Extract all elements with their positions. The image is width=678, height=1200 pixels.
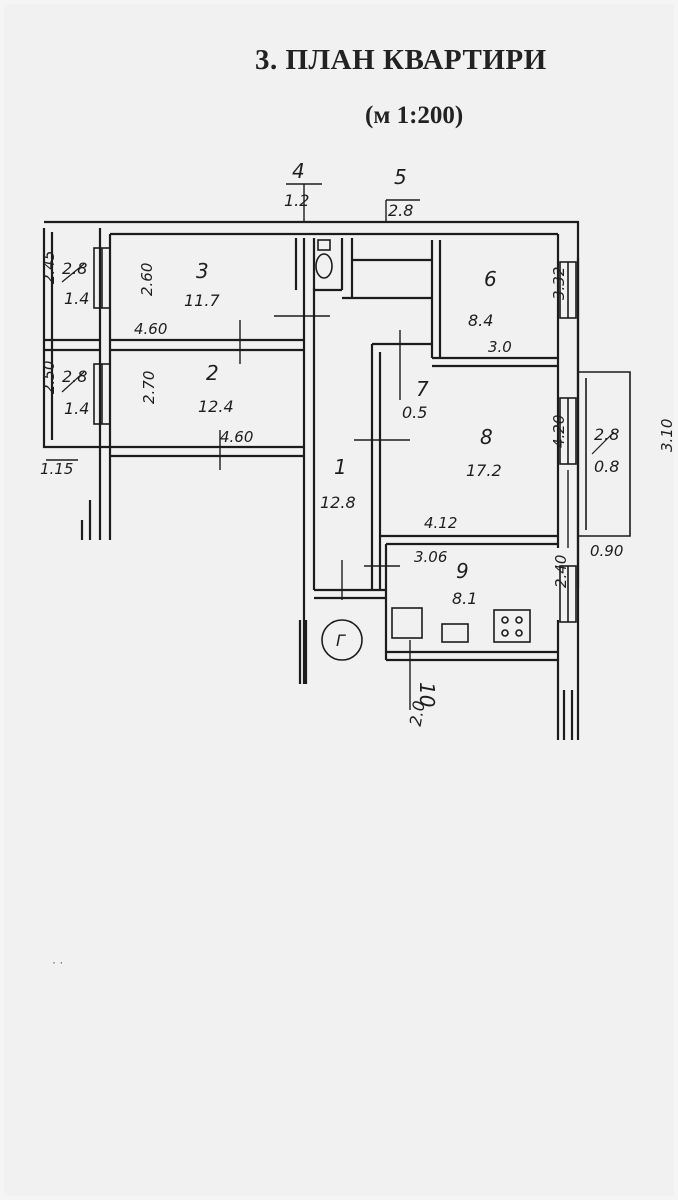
room-area-7: 0.5 xyxy=(402,403,427,422)
dim-room3-width: 2.60 xyxy=(138,263,156,296)
dim-room2-length: 4.60 xyxy=(220,428,253,446)
scan-speck: · · xyxy=(52,955,64,969)
room-num-3: 3 xyxy=(196,259,209,283)
room-num-4: 4 xyxy=(292,159,305,183)
dim-balcony-top-width: 2.45 xyxy=(40,251,58,284)
room-num-1: 1 xyxy=(334,455,347,479)
room-labels: 1 12.8 2 12.4 3 11.7 4 1.2 5 2.8 6 8.4 7… xyxy=(184,159,502,728)
dimension-ticks xyxy=(46,183,569,710)
dim-balcony-right-depth: 0.90 xyxy=(590,542,623,560)
dim-room2-width: 2.70 xyxy=(140,371,158,404)
room-area-4: 1.2 xyxy=(284,191,309,210)
room-area-1: 12.8 xyxy=(320,493,356,512)
room-num-9: 9 xyxy=(456,559,469,583)
scale-label: (м 1:200) xyxy=(365,102,464,129)
boiler-label: Г xyxy=(336,631,346,650)
dim-room3-length: 4.60 xyxy=(134,320,167,338)
toilet-icon xyxy=(315,253,333,279)
dim-balcony-right-length: 3.10 xyxy=(658,419,676,452)
room-num-2: 2 xyxy=(206,361,219,385)
dim-room6-width: 3.32 xyxy=(550,267,568,300)
walls xyxy=(42,220,580,740)
dim-balcony-bottom-width: 2.50 xyxy=(40,361,58,394)
room-num-8: 8 xyxy=(480,425,493,449)
room-area-9: 8.1 xyxy=(452,589,477,608)
balcony-labels: 2.8 1.4 2.8 1.4 2.8 0.8 xyxy=(61,259,619,476)
sink-icon xyxy=(391,607,423,639)
dim-room8-length: 4.12 xyxy=(424,514,457,532)
balcony-top-area: 1.4 xyxy=(64,289,89,308)
dim-balcony-left-depth: 1.15 xyxy=(40,460,73,478)
balcony-top-height: 2.8 xyxy=(62,259,87,278)
boiler-icon xyxy=(321,619,363,661)
dim-room9-width: 2.40 xyxy=(552,555,570,588)
balcony-bottom-area: 1.4 xyxy=(64,399,89,418)
room-area-5: 2.8 xyxy=(388,201,413,220)
dim-room8-width: 4.20 xyxy=(550,415,568,448)
dim-room9-length: 3.06 xyxy=(414,548,447,566)
room-area-6: 8.4 xyxy=(468,311,493,330)
room-area-3: 11.7 xyxy=(184,291,220,310)
balcony-right-height: 2.8 xyxy=(594,425,619,444)
dimension-labels: 4.60 2.60 4.60 2.70 3.0 3.32 4.12 4.20 3… xyxy=(40,251,676,588)
room-num-6: 6 xyxy=(484,267,497,291)
balcony-right-area: 0.8 xyxy=(594,457,619,476)
room-num-5: 5 xyxy=(394,165,407,189)
room-area-10: 2.0 xyxy=(406,699,429,727)
windows xyxy=(93,247,577,623)
stove-icon xyxy=(493,609,531,643)
fixtures xyxy=(315,239,531,661)
dim-room6-length: 3.0 xyxy=(488,338,512,356)
room-area-8: 17.2 xyxy=(466,461,502,480)
room-num-10: 10 xyxy=(415,682,439,707)
scanned-page xyxy=(4,4,674,1196)
room-num-7: 7 xyxy=(416,377,429,401)
page-title: 3. ПЛАН КВАРТИРИ xyxy=(255,44,547,76)
room-area-2: 12.4 xyxy=(198,397,234,416)
balcony-bottom-height: 2.8 xyxy=(62,367,87,386)
balcony-right xyxy=(578,371,631,537)
